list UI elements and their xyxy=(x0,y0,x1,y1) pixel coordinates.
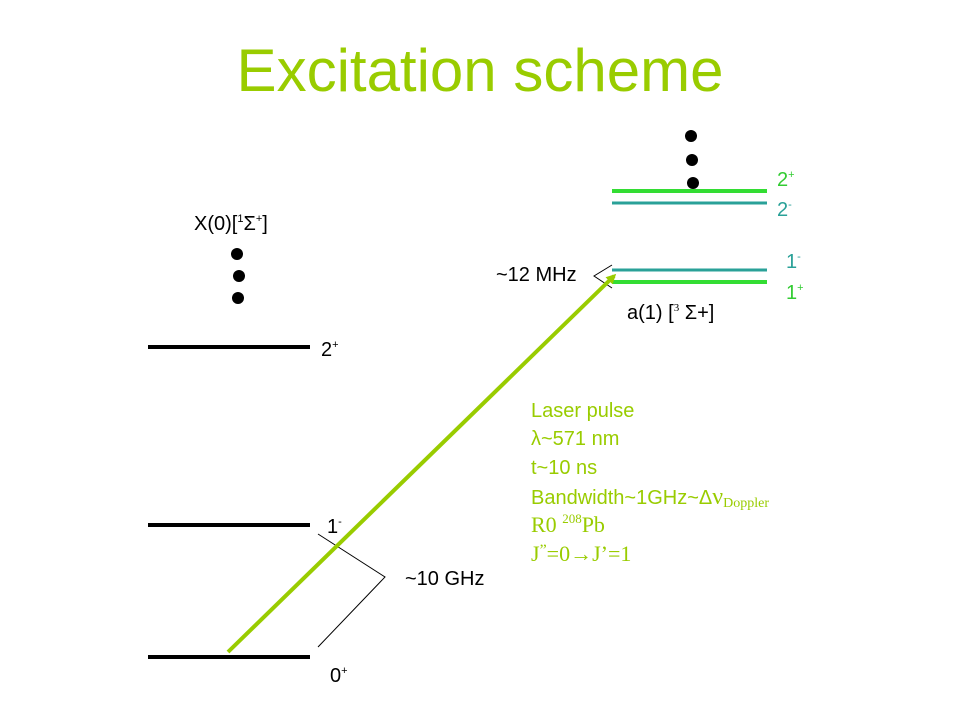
level-number: 1 xyxy=(786,251,798,273)
level-parity: - xyxy=(788,199,792,211)
level-parity: + xyxy=(332,339,339,351)
level-number: 2 xyxy=(777,199,789,221)
ground-state-label-sup1: 1 xyxy=(237,213,244,225)
level-number: 0 xyxy=(330,665,342,687)
ground-dot-2 xyxy=(233,270,245,282)
laser-pulse-duration: t~10 ns xyxy=(531,457,598,479)
level-number: 1 xyxy=(786,282,798,304)
laser-isotope-mass: 208 xyxy=(562,511,582,526)
level-parity: - xyxy=(338,516,342,528)
excited-dot-2 xyxy=(686,154,698,166)
laser-j-upper: =0→J’=1 xyxy=(546,541,632,566)
laser-bandwidth: Bandwidth~1GHz~ΔνDoppler xyxy=(531,484,769,517)
excited-dot-1 xyxy=(685,130,697,142)
ground-state-label-sigma: Σ xyxy=(243,213,256,235)
page-title: Excitation scheme xyxy=(236,37,724,104)
ground-level-1minus-label: 1- xyxy=(327,516,342,538)
excited-state-label-sup: 3 xyxy=(673,302,680,314)
level-parity: + xyxy=(788,169,795,181)
level-number: 1 xyxy=(327,516,339,538)
laser-transition-arrow xyxy=(226,273,617,654)
laser-j-transition: J”=0→J’=1 xyxy=(531,541,631,567)
ground-dot-3 xyxy=(232,292,244,304)
excited-level-2plus-label: 2+ xyxy=(777,169,795,191)
level-number: 2 xyxy=(777,169,789,191)
excited-dot-3 xyxy=(687,177,699,189)
laser-transition-line: R0 208Pb xyxy=(531,512,605,538)
laser-title: Laser pulse xyxy=(531,400,635,422)
laser-bandwidth-text: Bandwidth~1GHz~Δ xyxy=(531,487,713,509)
ground-dot-1 xyxy=(231,248,243,260)
excited-state-label-main: a(1) [ xyxy=(627,302,674,324)
ground-level-0plus-label: 0+ xyxy=(330,665,348,687)
laser-j-lower: J xyxy=(531,541,540,566)
laser-wavelength: λ~571 nm xyxy=(531,428,620,450)
ground-splitting-bracket xyxy=(317,533,386,648)
excited-state-label: a(1) [3 Σ+] xyxy=(627,302,714,324)
laser-transition-branch: R0 xyxy=(531,512,563,537)
laser-bandwidth-doppler: Doppler xyxy=(723,496,769,511)
excited-level-2minus-label: 2- xyxy=(777,199,792,221)
ground-splitting-label: ~10 GHz xyxy=(405,568,485,590)
ground-level-2plus-label: 2+ xyxy=(321,339,339,361)
ground-state-label-end: ] xyxy=(262,213,268,235)
excited-splitting-label: ~12 MHz xyxy=(496,264,577,286)
level-number: 2 xyxy=(321,339,333,361)
excited-level-1minus-label: 1- xyxy=(786,251,801,273)
ground-state-label-main: X(0)[ xyxy=(194,213,238,235)
ground-state-label: X(0)[1Σ+] xyxy=(194,213,268,235)
laser-j-prime: ” xyxy=(539,542,547,559)
laser-isotope-element: Pb xyxy=(581,512,605,537)
level-parity: - xyxy=(797,251,801,263)
laser-bandwidth-nu: ν xyxy=(712,484,724,510)
ground-state-label-sup2: + xyxy=(255,213,263,225)
level-parity: + xyxy=(797,282,804,294)
excited-state-label-end: Σ+] xyxy=(679,302,715,324)
level-parity: + xyxy=(341,665,348,677)
excited-level-1plus-label: 1+ xyxy=(786,282,804,304)
